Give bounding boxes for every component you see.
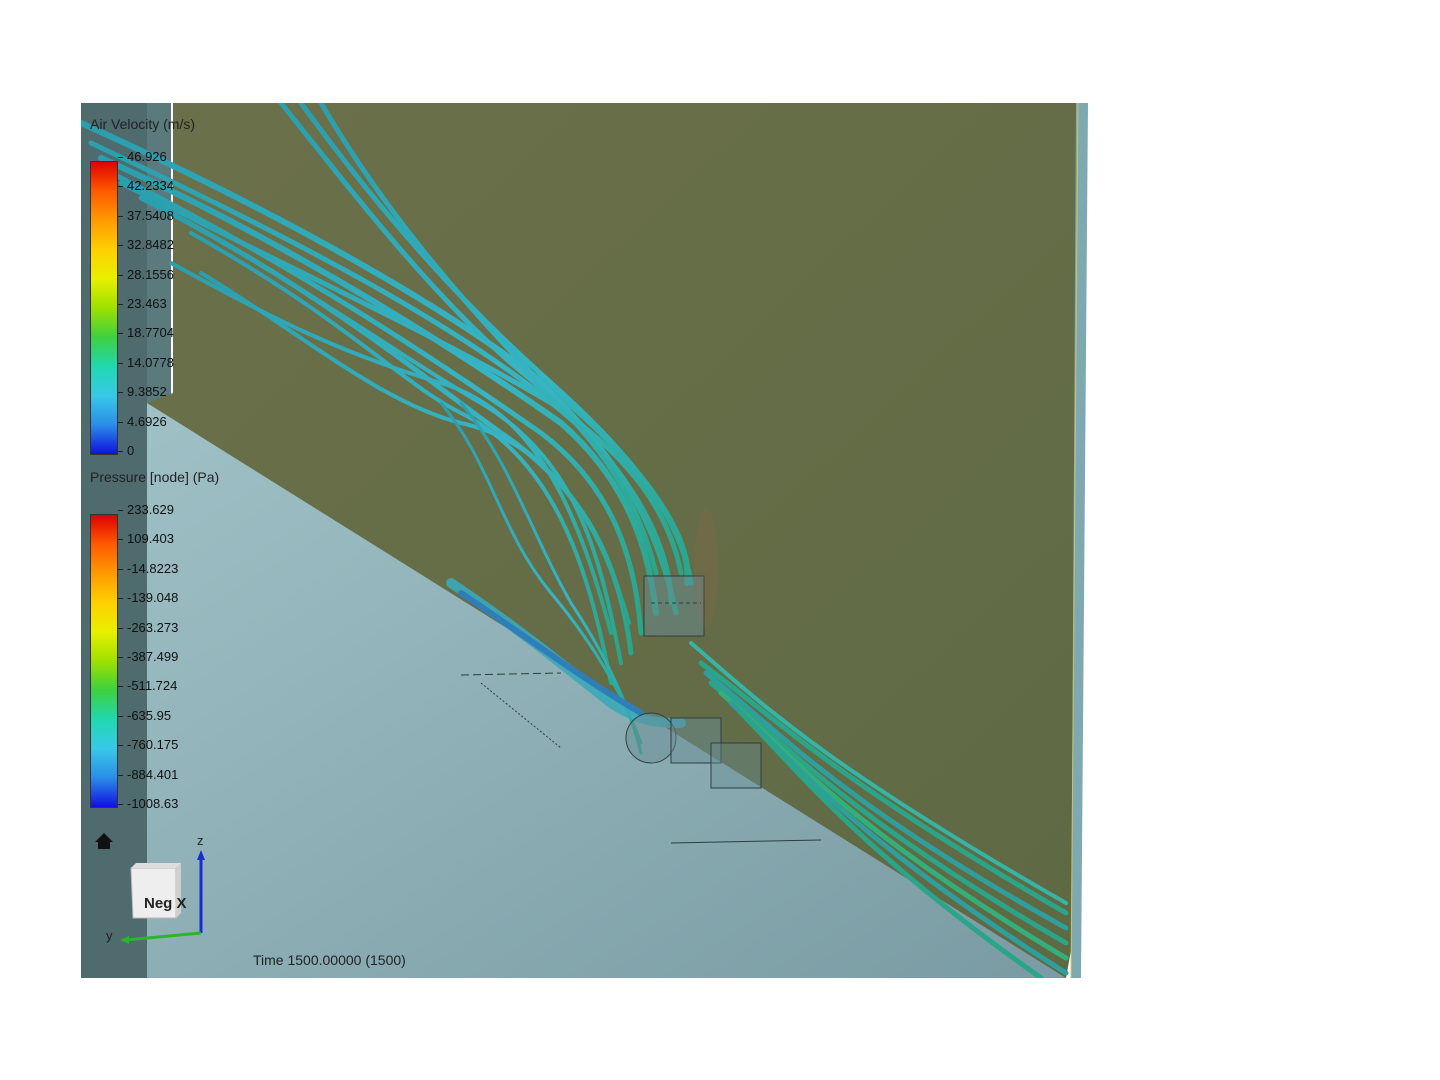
time-label: Time 1500.00000 (1500) xyxy=(253,952,406,968)
velocity-legend-label: 28.1556 xyxy=(127,266,174,282)
pressure-legend-tick xyxy=(118,745,123,747)
pressure-legend-tick xyxy=(118,774,123,776)
pressure-legend-tick xyxy=(118,686,123,688)
velocity-legend-tick xyxy=(118,333,123,335)
velocity-color-bar xyxy=(90,161,118,455)
velocity-legend-tick xyxy=(118,157,123,158)
velocity-legend-label: 32.8482 xyxy=(127,237,174,253)
velocity-legend-label: 46.926 xyxy=(127,149,167,164)
velocity-legend-label: 4.6926 xyxy=(127,413,167,429)
axis-z-label: z xyxy=(197,833,204,848)
home-icon[interactable] xyxy=(93,830,115,852)
velocity-legend-label: 0 xyxy=(127,443,135,458)
velocity-legend-tick xyxy=(118,186,123,188)
velocity-legend-label: 37.5408 xyxy=(127,207,174,223)
streamlines-upper xyxy=(81,103,694,755)
velocity-legend-label: 14.0778 xyxy=(127,354,174,370)
view-cube[interactable]: Neg X z y xyxy=(106,833,251,948)
velocity-legend-tick xyxy=(118,362,123,364)
back-plane-edge xyxy=(1071,103,1088,978)
velocity-legend-tick xyxy=(118,451,123,452)
axis-y-label: y xyxy=(106,928,113,943)
velocity-legend-tick xyxy=(118,304,123,305)
pressure-legend-label: -14.8223 xyxy=(127,560,179,576)
pressure-color-bar xyxy=(90,514,118,808)
velocity-legend-tick xyxy=(118,245,123,247)
pressure-legend-tick xyxy=(118,568,123,570)
pressure-legend-label: -139.048 xyxy=(127,590,179,606)
velocity-legend-tick xyxy=(118,421,123,423)
3d-viewport[interactable]: Air Velocity (m/s) 46.926 42.2334 37.5408 3… xyxy=(81,103,1088,978)
velocity-legend-label: 23.463 xyxy=(127,296,167,311)
pressure-legend-label: -635.95 xyxy=(127,707,172,723)
pressure-legend-tick xyxy=(118,627,123,629)
view-cube-face-label: Neg X xyxy=(144,895,187,912)
velocity-legend-tick xyxy=(118,392,123,394)
pressure-legend-label: 109.403 xyxy=(127,531,174,547)
velocity-legend-title: Air Velocity (m/s) xyxy=(90,116,196,132)
pressure-legend-tick xyxy=(118,657,123,658)
vehicle-model xyxy=(460,508,822,844)
back-plane xyxy=(147,103,1083,978)
velocity-legend-label: 18.7704 xyxy=(127,325,174,341)
simulation-scene[interactable] xyxy=(81,103,1088,978)
velocity-legend-label: 42.2334 xyxy=(127,178,174,194)
pressure-legend-label: -263.273 xyxy=(127,619,179,635)
pressure-legend-title: Pressure [node] (Pa) xyxy=(90,469,220,485)
velocity-legend-label: 9.3852 xyxy=(127,384,167,400)
pressure-legend-label: -1008.63 xyxy=(127,796,179,811)
pressure-legend-tick xyxy=(118,715,123,717)
pressure-legend-label: -760.175 xyxy=(127,737,179,753)
pressure-legend-label: -511.724 xyxy=(127,678,178,694)
velocity-legend-tick xyxy=(118,274,123,276)
pressure-legend-tick xyxy=(118,598,123,600)
pressure-legend-tick xyxy=(118,539,123,541)
pressure-legend-label: -884.401 xyxy=(127,766,179,782)
pressure-legend-label: -387.499 xyxy=(127,649,179,664)
streamlines-exit xyxy=(689,641,1069,978)
velocity-legend-tick xyxy=(118,215,123,217)
pressure-legend-tick xyxy=(118,804,123,805)
pressure-legend-label: 233.629 xyxy=(127,502,174,517)
pressure-legend-tick xyxy=(118,510,123,511)
